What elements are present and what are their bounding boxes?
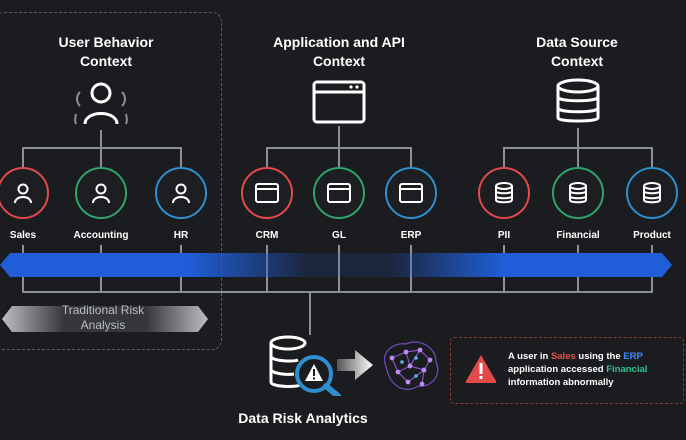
user-icon — [172, 183, 190, 204]
title-line: Context — [312, 53, 366, 69]
connector — [410, 147, 412, 167]
accounting-node — [75, 167, 127, 219]
data-risk-analytics-title: Data Risk Analytics — [238, 410, 368, 426]
sales-node — [0, 167, 49, 219]
highlight-financial: Financial — [606, 364, 648, 375]
connector — [503, 147, 505, 167]
traditional-risk-label: Traditional Risk Analysis — [0, 303, 206, 333]
application-api-title: Application and API Context — [246, 33, 432, 71]
title-line: User Behavior — [58, 34, 154, 50]
context-band — [0, 253, 672, 277]
node-label: PII — [497, 230, 511, 241]
title-line: Application and API — [273, 34, 405, 50]
connector — [577, 147, 579, 167]
text-span: A user in — [508, 351, 551, 362]
node-label: HR — [173, 230, 189, 241]
text-span: using the — [575, 351, 624, 362]
connector — [22, 291, 653, 293]
hr-node — [155, 167, 207, 219]
financial-node — [552, 167, 604, 219]
alert-box — [450, 337, 684, 404]
traditional-risk-band — [2, 306, 208, 332]
data-source-title: Data Source Context — [492, 33, 662, 71]
connector — [338, 147, 340, 167]
label-line: Analysis — [80, 318, 126, 332]
connector — [309, 291, 311, 335]
title-line: Data Source — [536, 34, 618, 50]
traditional-analysis-boundary — [0, 12, 222, 350]
connector — [651, 147, 653, 167]
gl-node — [313, 167, 365, 219]
connector — [22, 147, 24, 167]
node-label: Sales — [9, 230, 37, 241]
user-behavior-title: User Behavior Context — [18, 33, 194, 71]
pii-node — [478, 167, 530, 219]
browser-window-icon — [255, 183, 279, 203]
text-span: application accessed — [508, 364, 607, 375]
connector — [577, 128, 579, 147]
text-span: information abnormally — [508, 377, 614, 388]
node-label: ERP — [400, 230, 422, 241]
product-node — [626, 167, 678, 219]
crm-node — [241, 167, 293, 219]
erp-node — [385, 167, 437, 219]
arrow-right-icon — [337, 350, 373, 380]
warning-triangle-icon — [465, 355, 497, 383]
node-label: GL — [332, 230, 346, 241]
connector — [22, 147, 182, 149]
database-search-warning-icon — [269, 335, 341, 396]
connector — [266, 147, 268, 167]
database-icon — [556, 78, 600, 123]
user-icon — [14, 183, 32, 204]
browser-window-icon — [399, 183, 423, 203]
database-icon — [495, 182, 513, 204]
title-line: Context — [79, 53, 133, 69]
database-icon — [643, 182, 661, 204]
highlight-sales: Sales — [550, 351, 576, 362]
node-label: Product — [633, 230, 671, 241]
browser-window-icon — [312, 80, 366, 124]
connector — [100, 147, 102, 167]
alert-message: A user in Sales using the ERP applicatio… — [508, 350, 682, 389]
connector — [338, 126, 340, 147]
node-label: Financial — [556, 230, 600, 241]
connector — [180, 147, 182, 167]
user-icon — [92, 183, 110, 204]
database-icon — [569, 182, 587, 204]
users-icon — [74, 82, 128, 125]
node-label: Accounting — [73, 230, 129, 241]
browser-window-icon — [327, 183, 351, 203]
title-line: Context — [550, 53, 604, 69]
neural-brain-icon — [383, 341, 439, 390]
connector — [100, 130, 102, 147]
node-label: CRM — [255, 230, 279, 241]
label-line: Traditional Risk — [61, 303, 145, 317]
highlight-erp: ERP — [623, 351, 643, 362]
